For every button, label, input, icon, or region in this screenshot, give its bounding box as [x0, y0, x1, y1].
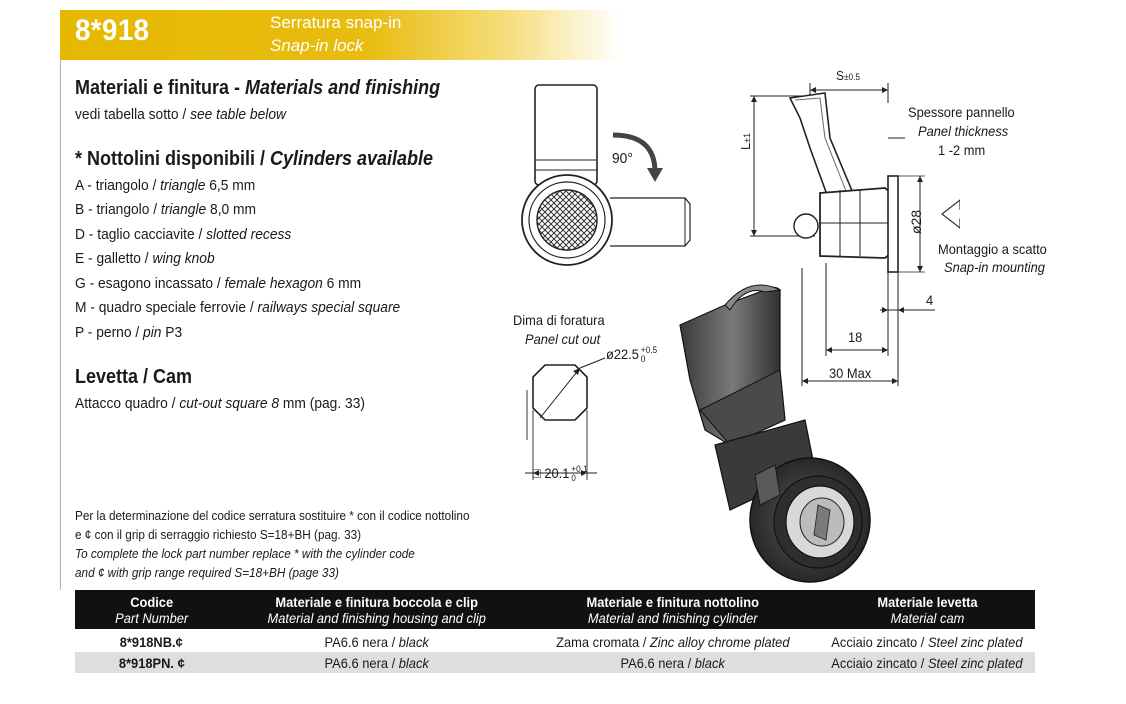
front-view-drawing — [521, 84, 691, 266]
cell-housing: PA6.6 nera / black — [228, 629, 526, 652]
materials-sub: vedi tabella sotto / see table below — [75, 106, 286, 123]
cell-housing: PA6.6 nera / black — [228, 652, 526, 673]
dimension-18: 18 — [848, 329, 863, 345]
left-rule — [60, 60, 61, 590]
cylinder-item-e: E - galletto / wing knob — [75, 250, 215, 267]
note-line-2: e ¢ con il grip di serraggio richiesto S… — [75, 528, 362, 542]
panel-thickness-it: Spessore pannello — [908, 104, 1015, 120]
table-row: 8*918NB.¢ PA6.6 nera / black Zama cromat… — [75, 629, 1035, 652]
cell-cam: Acciaio zincato / Steel zinc plated — [819, 652, 1035, 673]
rotation-label: 90° — [612, 150, 633, 167]
cylinder-item-a: A - triangolo / triangle 6,5 mm — [75, 177, 256, 194]
s-dimension: S±0.5 — [836, 68, 861, 83]
dimension-4: 4 — [926, 292, 934, 308]
product-render — [679, 284, 871, 583]
cylinder-item-m: M - quadro speciale ferrovie / railways … — [75, 299, 401, 316]
product-code: 8*918 — [75, 14, 150, 47]
cell-cylinder: Zama cromata / Zinc alloy chrome plated — [526, 629, 819, 652]
materials-heading: Materiali e finitura - Materials and fin… — [75, 77, 441, 99]
cam-heading: Levetta / Cam — [75, 366, 193, 388]
cell-code: 8*918PN. ¢ — [75, 652, 228, 673]
snap-in-arrow — [941, 199, 960, 229]
snap-in-mounting-en: Snap-in mounting — [944, 259, 1045, 275]
note-line-4: and ¢ with grip range required S=18+BH (… — [75, 566, 339, 580]
cylinder-item-g: G - esagono incassato / female hexagon 6… — [75, 275, 362, 292]
panel-thickness-value: 1 -2 mm — [938, 142, 986, 158]
cylinder-item-p: P - perno / pin P3 — [75, 324, 183, 341]
note-line-3: To complete the lock part number replace… — [75, 547, 415, 561]
dimension-30-max: 30 Max — [829, 365, 872, 381]
cam-line: Attacco quadro / cut-out square 8 mm (pa… — [75, 395, 365, 412]
side-view-drawing — [750, 83, 960, 386]
cell-code: 8*918NB.¢ — [75, 629, 228, 652]
table-row: 8*918PN. ¢ PA6.6 nera / black PA6.6 nera… — [75, 652, 1035, 673]
note-line-1: Per la determinazione del codice serratu… — [75, 509, 470, 523]
cylinders-heading: * Nottolini disponibili / Cylinders avai… — [75, 148, 434, 170]
panel-thickness-en: Panel thickness — [918, 123, 1009, 139]
cell-cam: Acciaio zincato / Steel zinc plated — [819, 629, 1035, 652]
header-band — [60, 10, 620, 60]
cylinder-item-b: B - triangolo / triangle 8,0 mm — [75, 201, 257, 218]
diameter-28: ø28 — [908, 209, 924, 234]
cylinder-item-d: D - taglio cacciavite / slotted recess — [75, 226, 292, 243]
l-dimension: L±1 — [738, 132, 753, 150]
snap-in-mounting-it: Montaggio a scatto — [938, 241, 1047, 257]
title-italian: Serratura snap-in — [270, 13, 402, 32]
title-english: Snap-in lock — [270, 36, 364, 55]
panel-cutout-drawing — [525, 357, 606, 480]
cutout-label-it: Dima di foratura — [513, 312, 605, 328]
cell-cylinder: PA6.6 nera / black — [526, 652, 819, 673]
rotation-arrow — [612, 132, 658, 173]
cutout-label-en: Panel cut out — [525, 331, 601, 347]
